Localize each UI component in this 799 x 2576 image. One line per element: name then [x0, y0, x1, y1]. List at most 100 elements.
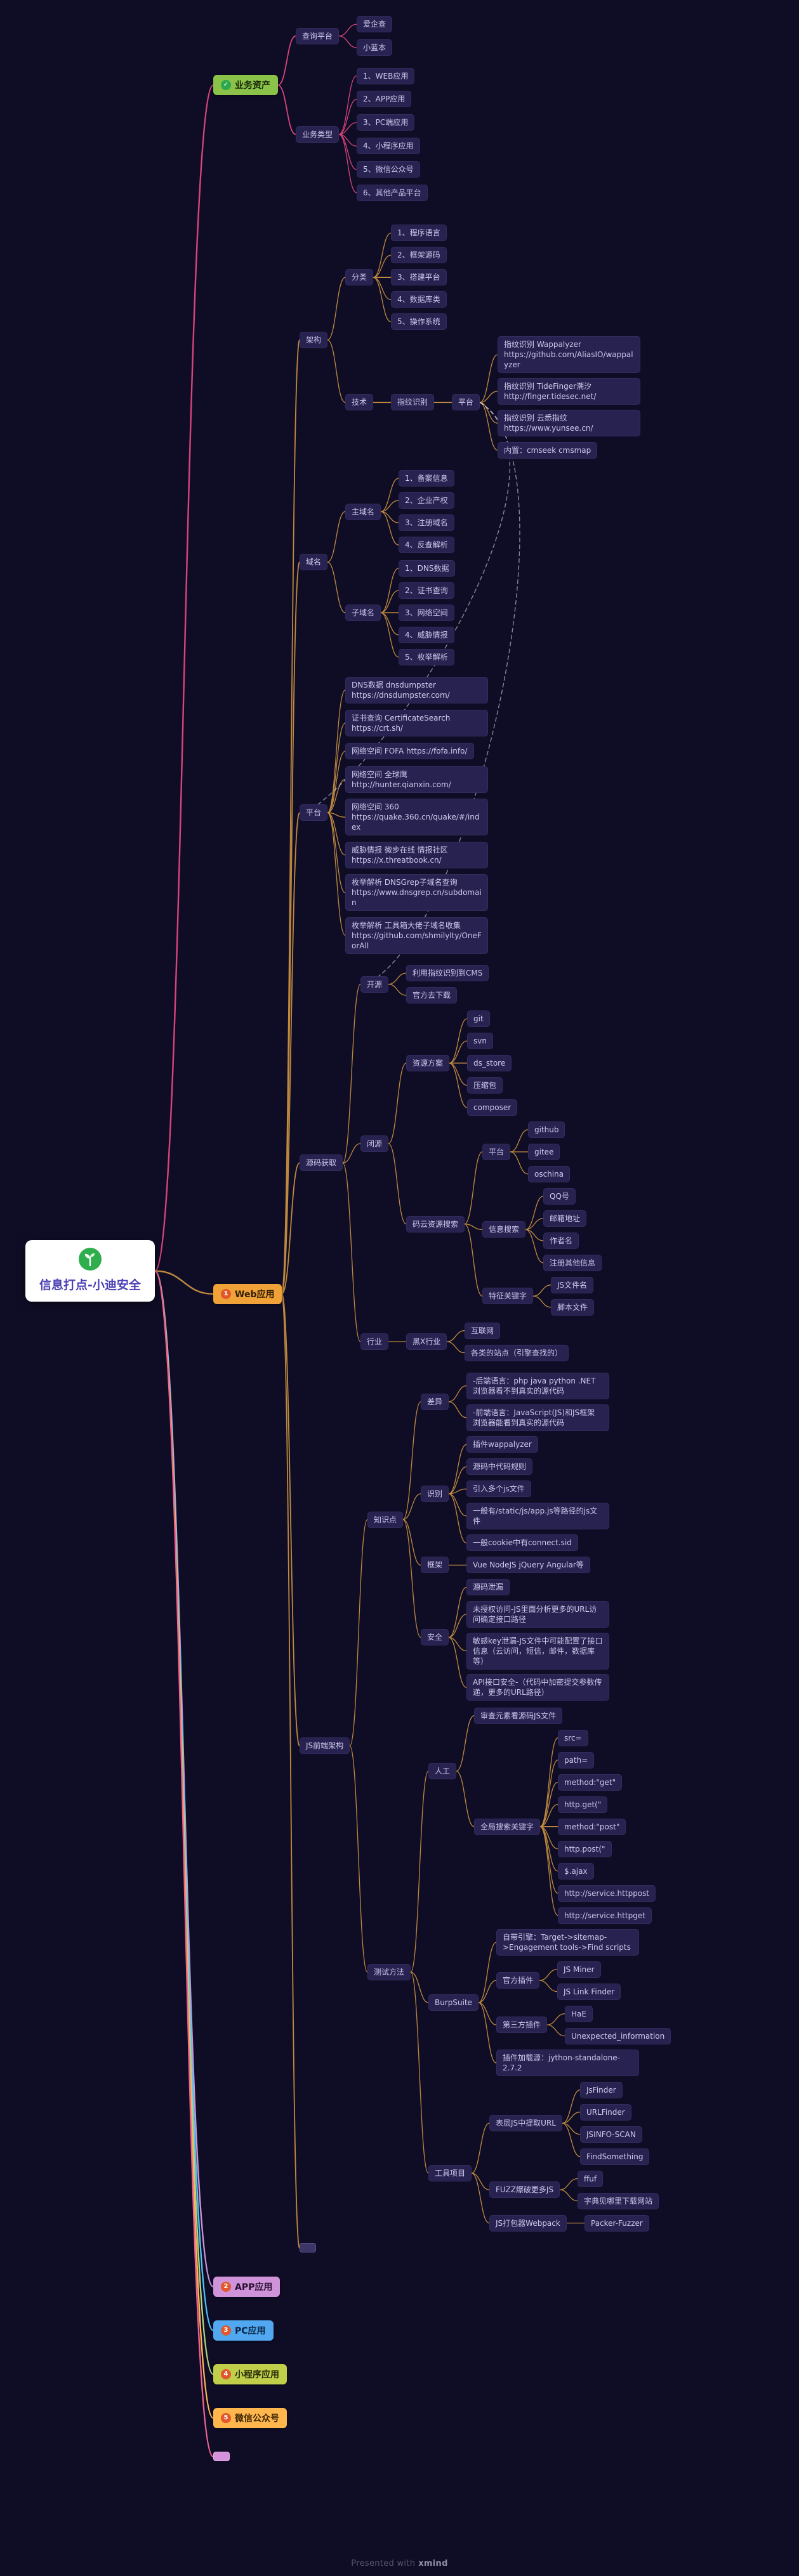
- mindmap-node[interactable]: 证书查询 CertificateSearch https://crt.sh/: [345, 709, 488, 736]
- mindmap-node[interactable]: JS文件名: [551, 1276, 594, 1293]
- mindmap-node[interactable]: 子域名: [345, 604, 381, 621]
- mindmap-node[interactable]: 爱企查: [357, 16, 393, 33]
- mindmap-node[interactable]: 3、搭建平台: [391, 269, 447, 286]
- mindmap-node[interactable]: 架构: [300, 331, 328, 348]
- mindmap-node[interactable]: 威胁情报 微步在线 情报社区 https://x.threatbook.cn/: [345, 841, 488, 868]
- mindmap-node[interactable]: 表层JS中提取URL: [489, 2115, 562, 2132]
- mindmap-node[interactable]: gitee: [528, 1143, 560, 1160]
- mindmap-node[interactable]: 6、其他产品平台: [357, 184, 428, 201]
- mindmap-node[interactable]: 一般cookie中有connect.sid: [466, 1534, 578, 1552]
- mindmap-node[interactable]: 枚举解析 DNSGrep子域名查询 https://www.dnsgrep.cn…: [345, 874, 488, 912]
- mindmap-node[interactable]: HaE: [565, 2005, 593, 2022]
- mindmap-node[interactable]: method:"get": [558, 1774, 623, 1791]
- mindmap-node[interactable]: JS Link Finder: [557, 1983, 621, 2000]
- mindmap-node-opensource[interactable]: 开源: [360, 976, 389, 993]
- mindmap-node[interactable]: 内置：cmseek cmsmap: [498, 441, 598, 459]
- mindmap-node[interactable]: 4、数据库类: [391, 291, 447, 308]
- mindmap-node[interactable]: 信息搜索: [482, 1221, 526, 1238]
- mindmap-node[interactable]: 网络空间 360 https://quake.360.cn/quake/#/in…: [345, 799, 488, 836]
- mindmap-node[interactable]: Vue NodeJS jQuery Angular等: [466, 1557, 590, 1574]
- mindmap-node[interactable]: 利用指纹识别到CMS: [406, 965, 489, 982]
- mindmap-node[interactable]: FUZZ爆破更多JS: [489, 2181, 560, 2199]
- mindmap-node[interactable]: 字典见哪里下载网站: [578, 2192, 659, 2209]
- mindmap-node[interactable]: 码云资源搜索: [406, 1215, 465, 1232]
- mindmap-node-domain-platform[interactable]: 平台: [300, 804, 328, 821]
- mindmap-node[interactable]: 框架: [421, 1557, 449, 1574]
- mindmap-node[interactable]: 压缩包: [467, 1076, 503, 1094]
- mindmap-node[interactable]: 资源方案: [406, 1054, 450, 1071]
- mindmap-node[interactable]: Unexpected_information: [565, 2027, 671, 2044]
- mindmap-node[interactable]: 知识点: [367, 1511, 404, 1528]
- mindmap-node[interactable]: path=: [558, 1751, 595, 1769]
- mindmap-node[interactable]: 域名: [300, 554, 328, 571]
- mindmap-node[interactable]: JsFinder: [580, 2081, 623, 2098]
- mindmap-node[interactable]: 指纹识别 TideFinger潮汐 http://finger.tidesec.…: [498, 377, 640, 405]
- mindmap-node[interactable]: 未授权访问-JS里面分析更多的URL访问确定接口路径: [466, 1600, 609, 1628]
- mindmap-node[interactable]: 闭源: [360, 1135, 389, 1152]
- mindmap-node[interactable]: 指纹识别: [391, 394, 435, 411]
- mindmap-node[interactable]: 主域名: [345, 503, 381, 520]
- mindmap-node[interactable]: 第三方插件: [496, 2017, 548, 2034]
- mindmap-node[interactable]: 识别: [421, 1485, 449, 1502]
- mindmap-node[interactable]: 各类的站点（引擎查找的）: [465, 1344, 569, 1361]
- mindmap-node[interactable]: 脚本文件: [551, 1298, 595, 1316]
- mindmap-node[interactable]: JSINFO-SCAN: [580, 2126, 642, 2143]
- mindmap-node[interactable]: 3、注册域名: [399, 514, 454, 532]
- mindmap-node[interactable]: 1、DNS数据: [399, 559, 456, 577]
- mindmap-node[interactable]: 2、企业产权: [399, 492, 454, 509]
- mindmap-node[interactable]: 平台: [482, 1143, 511, 1160]
- mindmap-node[interactable]: 源码泄漏: [466, 1579, 510, 1596]
- mindmap-node[interactable]: FindSomething: [580, 2148, 650, 2165]
- mindmap-node[interactable]: 引入多个js文件: [466, 1481, 531, 1498]
- mindmap-node[interactable]: http.get(": [558, 1796, 608, 1813]
- mindmap-node[interactable]: API接口安全-（代码中加密提交参数传递，更多的URL路径）: [466, 1674, 609, 1701]
- mindmap-node[interactable]: 互联网: [465, 1322, 501, 1339]
- mindmap-node[interactable]: -后端语言：php java python .NET 浏览器看不到真实的源代码: [466, 1372, 609, 1399]
- mindmap-node[interactable]: 2、证书查询: [399, 582, 454, 599]
- mindmap-node[interactable]: 源码中代码规则: [466, 1458, 533, 1475]
- mindmap-node[interactable]: 差异: [421, 1393, 449, 1410]
- mindmap-node[interactable]: 网络空间 FOFA https://fofa.info/: [345, 743, 474, 760]
- mindmap-node[interactable]: 网络空间 全球鹰 http://hunter.qianxin.com/: [345, 766, 488, 793]
- mindmap-node[interactable]: oschina: [528, 1165, 571, 1182]
- mindmap-node[interactable]: 枚举解析 工具箱大佬子域名收集 https://github.com/shmil…: [345, 917, 488, 954]
- mindmap-node[interactable]: git: [467, 1010, 490, 1027]
- mindmap-node[interactable]: 4、反查解析: [399, 537, 454, 554]
- mindmap-node[interactable]: Packer-Fuzzer: [584, 2214, 649, 2232]
- mindmap-node[interactable]: -前端语言：JavaScript(JS)和JS框架 浏览器能看到真实的源代码: [466, 1404, 609, 1431]
- mindmap-node[interactable]: 源码获取: [300, 1154, 343, 1172]
- collapsed-node[interactable]: [213, 2452, 230, 2462]
- mindmap-node[interactable]: 5、微信公众号: [357, 161, 420, 178]
- collapsed-node[interactable]: [300, 2243, 316, 2253]
- mindmap-node[interactable]: 自带引擎：Target->sitemap->Engagement tools->…: [496, 1929, 639, 1956]
- mindmap-node[interactable]: 黑X行业: [406, 1333, 447, 1350]
- mindmap-node[interactable]: 行业: [360, 1333, 389, 1350]
- mindmap-node[interactable]: 3、网络空间: [399, 604, 454, 621]
- mindmap-node[interactable]: 2、APP应用: [357, 91, 412, 108]
- mindmap-node[interactable]: URLFinder: [580, 2103, 631, 2121]
- mindmap-node[interactable]: src=: [558, 1729, 588, 1746]
- mindmap-node[interactable]: 官方去下载: [406, 987, 458, 1004]
- mindmap-node[interactable]: 插件加载源：jython-standalone-2.7.2: [496, 2050, 639, 2077]
- mindmap-node[interactable]: 全局搜索关键字: [474, 1818, 541, 1835]
- mindmap-node[interactable]: 官方插件: [496, 1972, 540, 1989]
- mindmap-node[interactable]: 邮箱地址: [543, 1210, 587, 1227]
- mindmap-node[interactable]: 测试方法: [367, 1964, 411, 1981]
- mindmap-node[interactable]: $.ajax: [558, 1862, 594, 1880]
- mindmap-node[interactable]: 3、PC端应用: [357, 114, 415, 131]
- mindmap-node[interactable]: 2、框架源码: [391, 247, 447, 264]
- mindmap-node[interactable]: composer: [467, 1099, 518, 1116]
- mindmap-node[interactable]: QQ号: [543, 1187, 576, 1205]
- mindmap-node[interactable]: JS打包器Webpack: [489, 2214, 567, 2232]
- mindmap-node[interactable]: 5、枚举解析: [399, 648, 454, 665]
- mindmap-node[interactable]: method:"post": [558, 1818, 626, 1835]
- mindmap-node[interactable]: ✓业务资产: [213, 75, 278, 96]
- mindmap-node[interactable]: 1、程序语言: [391, 225, 447, 242]
- mindmap-node[interactable]: DNS数据 dnsdumpster https://dnsdumpster.co…: [345, 676, 488, 703]
- mindmap-node[interactable]: 安全: [421, 1629, 449, 1646]
